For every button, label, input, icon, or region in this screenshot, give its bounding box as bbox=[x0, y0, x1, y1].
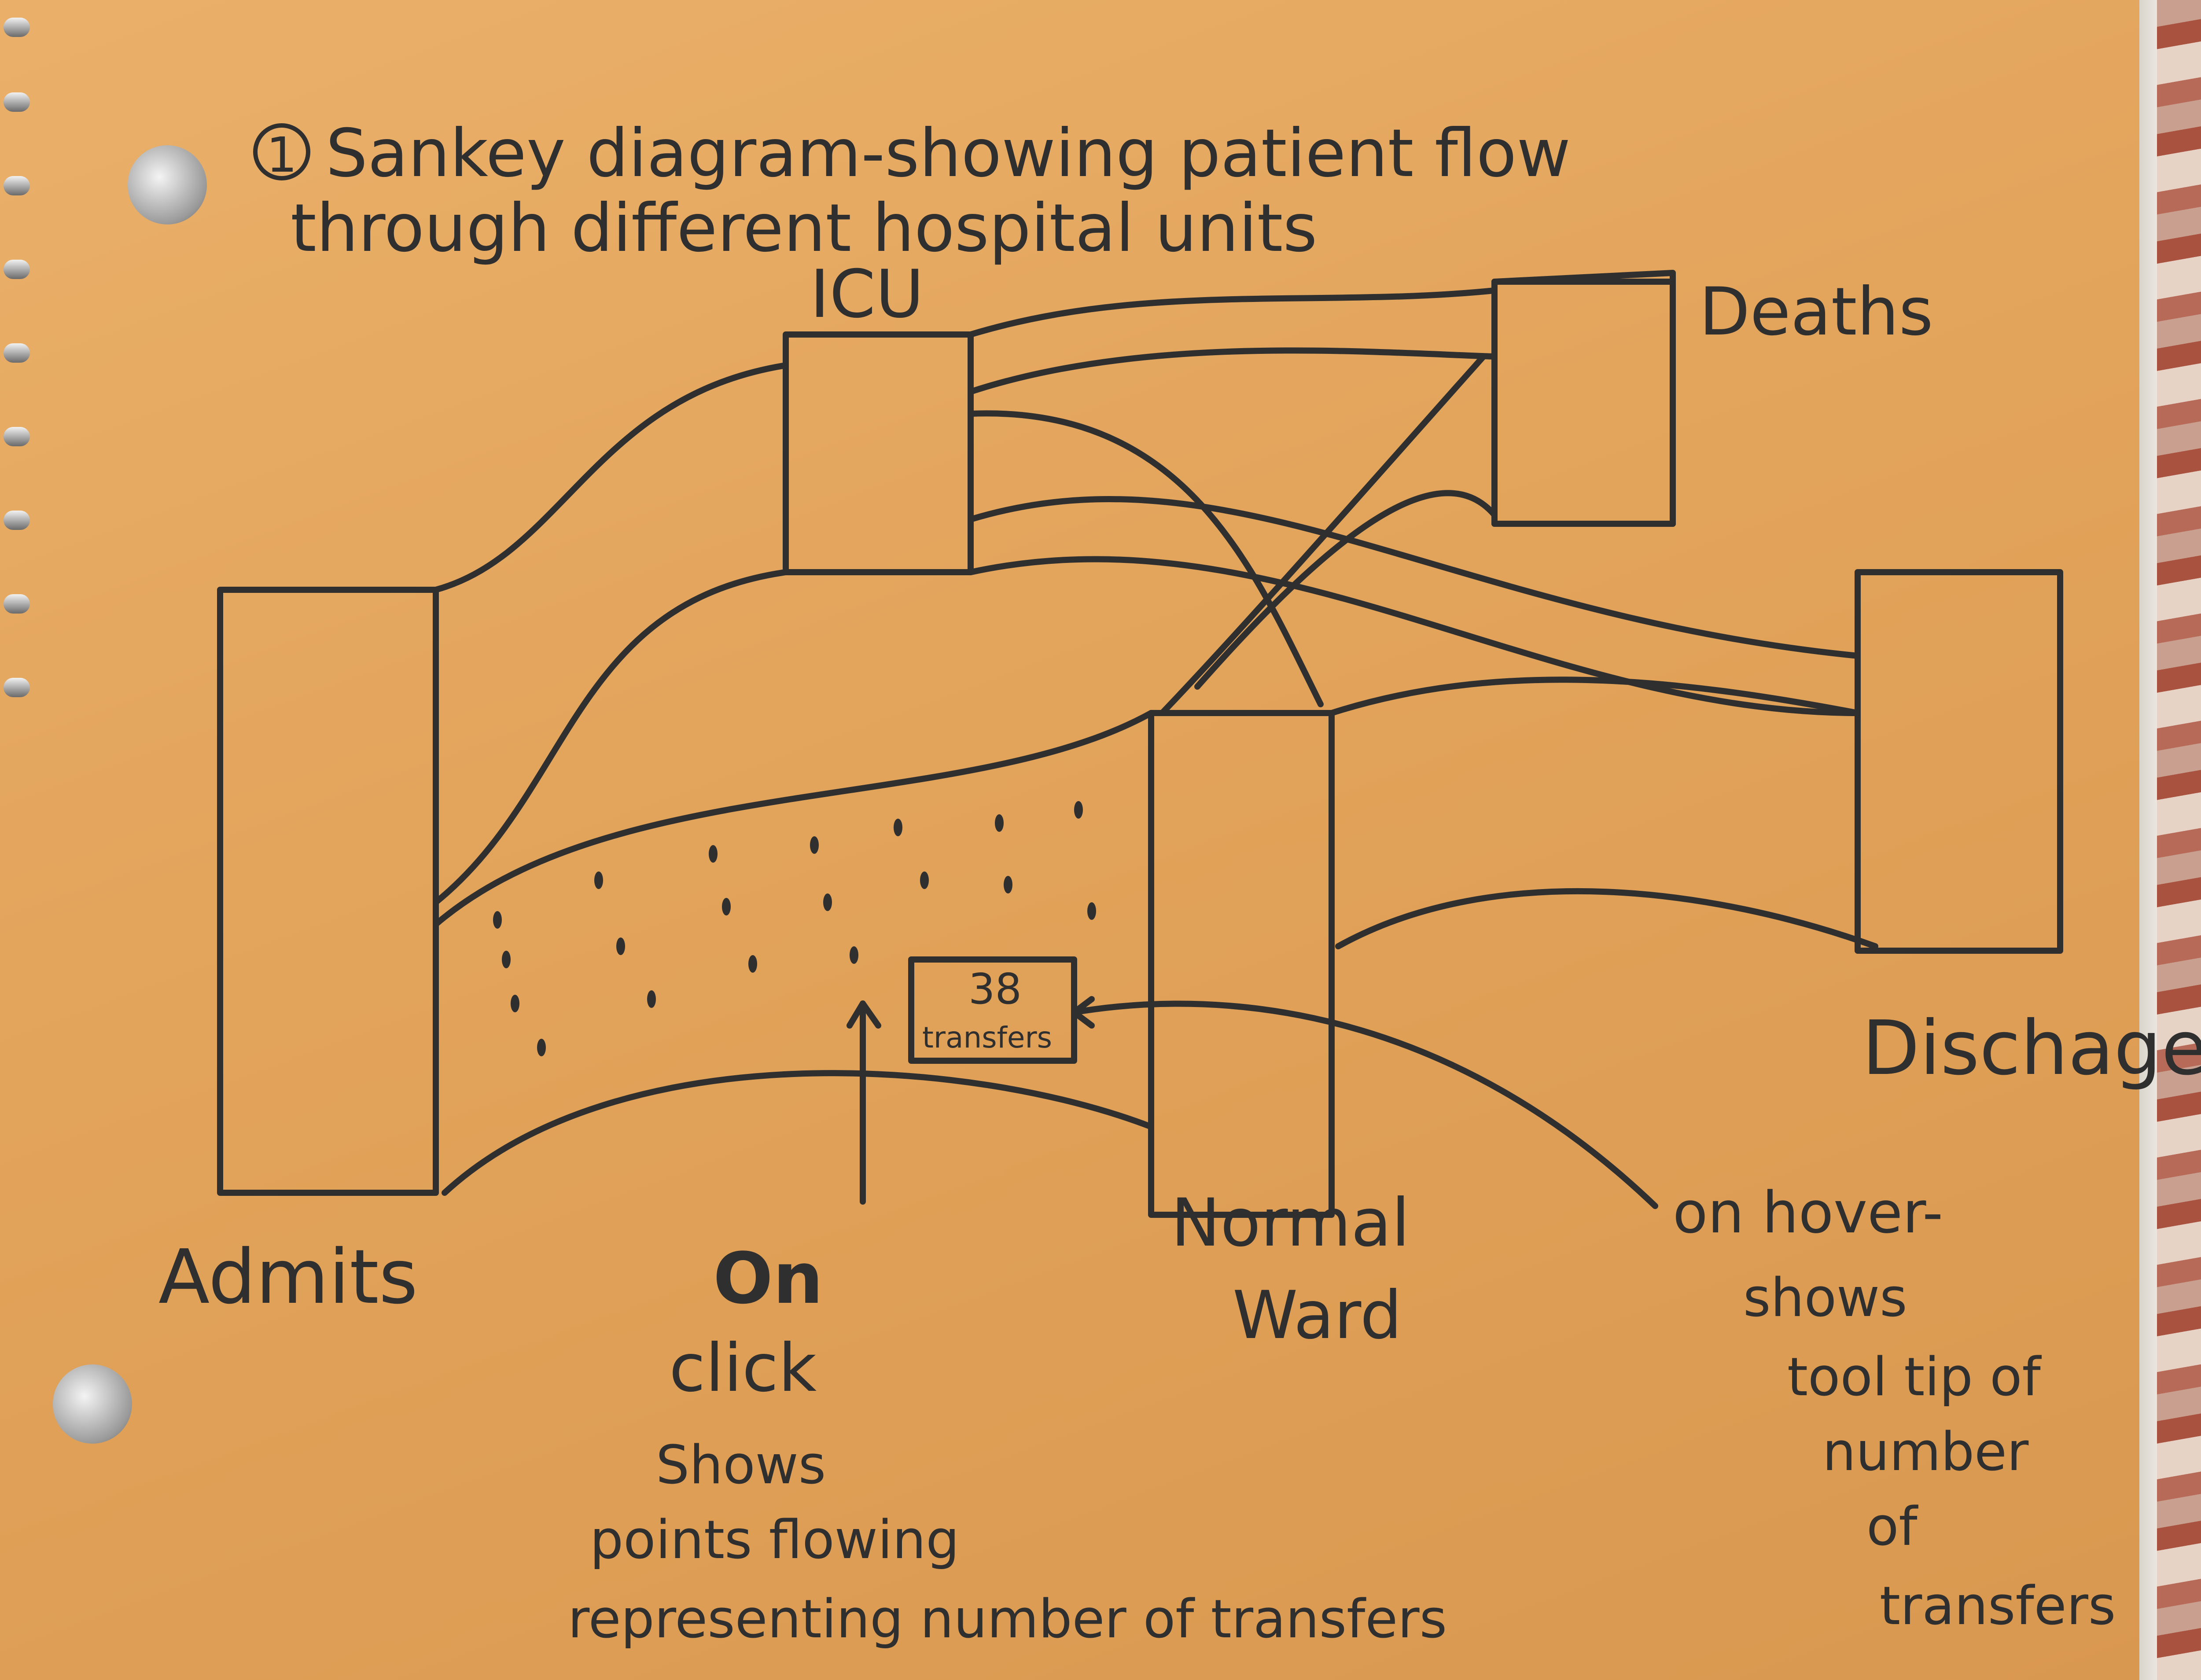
deaths-node-right bbox=[1491, 270, 1676, 527]
binder-hole bbox=[53, 1364, 132, 1444]
flow-points bbox=[493, 801, 1096, 1056]
flow-admits-icu-bottom[interactable] bbox=[433, 569, 789, 905]
flow-ward-deaths-b[interactable] bbox=[1194, 490, 1498, 690]
on-click-arrowhead bbox=[847, 1000, 881, 1029]
on-hover-line5: of bbox=[1866, 1496, 1918, 1558]
flow-point bbox=[709, 845, 718, 863]
title-line-1: Sankey diagram-showing patient flow bbox=[326, 115, 1571, 192]
on-click-heading-line2: click bbox=[669, 1330, 817, 1407]
deaths-node[interactable] bbox=[1491, 279, 1676, 527]
admits-label: Admits bbox=[158, 1234, 418, 1321]
flow-point bbox=[722, 898, 731, 915]
on-hover-line3: tool tip of bbox=[1787, 1347, 2042, 1408]
title-line-2: through different hospital units bbox=[291, 190, 1318, 267]
flow-point bbox=[995, 814, 1004, 832]
on-hover-annotation: on hover- shows tool tip of number of tr… bbox=[1673, 1179, 2116, 1637]
spiral-coil bbox=[4, 343, 30, 363]
flow-point bbox=[493, 911, 502, 929]
flow-point bbox=[647, 990, 656, 1008]
flow-icu-discharge-top[interactable] bbox=[968, 496, 1861, 659]
flow-ward-deaths-a[interactable] bbox=[1159, 353, 1487, 716]
flow-icu-discharge-bottom[interactable] bbox=[968, 556, 1861, 716]
admits-node[interactable] bbox=[217, 587, 439, 1196]
spiral-coil bbox=[4, 511, 30, 530]
flow-point bbox=[1074, 801, 1083, 819]
tooltip-label: transfers bbox=[922, 1021, 1052, 1055]
flow-point bbox=[537, 1039, 546, 1056]
flow-point bbox=[511, 995, 519, 1012]
tooltip-value: 38 bbox=[968, 965, 1022, 1014]
spiral-coil bbox=[4, 260, 30, 279]
flow-ward-discharge-top[interactable] bbox=[1329, 676, 1861, 716]
discharge-node[interactable] bbox=[1855, 569, 2063, 954]
flow-point bbox=[594, 871, 603, 889]
on-hover-line2: shows bbox=[1743, 1268, 1907, 1329]
flow-point bbox=[823, 893, 832, 911]
discharge-label: Dischage bbox=[1862, 1005, 2201, 1092]
on-click-text-line3: representing number of transfers bbox=[568, 1589, 1447, 1650]
spiral-coil bbox=[4, 594, 30, 614]
on-click-text-line2: points flowing bbox=[590, 1510, 959, 1571]
spiral-coil bbox=[4, 18, 30, 37]
tooltip-box bbox=[908, 956, 1077, 1064]
flow-point bbox=[1004, 876, 1012, 893]
flow-ward-discharge-bottom[interactable] bbox=[1335, 888, 1878, 949]
on-click-annotation: On click Shows points flowing representi… bbox=[568, 1237, 1447, 1650]
flow-point bbox=[850, 946, 858, 964]
on-hover-line4: number bbox=[1822, 1422, 2029, 1483]
flow-point bbox=[502, 951, 511, 968]
flow-admits-ward-bottom[interactable] bbox=[442, 1070, 1154, 1196]
spiral-binding bbox=[0, 0, 31, 1680]
icu-label: ICU bbox=[810, 256, 924, 333]
tooltip: 38 transfers bbox=[922, 965, 1052, 1055]
flow-icu-deaths-top[interactable] bbox=[968, 287, 1498, 338]
icu-node[interactable] bbox=[783, 331, 974, 575]
spiral-coil bbox=[4, 176, 30, 195]
title: 1 Sankey diagram-showing patient flow th… bbox=[253, 115, 1571, 267]
on-hover-pointer-line bbox=[1071, 1000, 1658, 1209]
flow-icu-deaths-mid[interactable] bbox=[968, 347, 1498, 395]
spiral-coil bbox=[4, 92, 30, 112]
flow-point bbox=[616, 937, 625, 955]
normal-ward-label-line2: Ward bbox=[1233, 1277, 1402, 1354]
flow-point bbox=[894, 819, 902, 836]
node-labels: ICU Deaths Admits Normal Ward Dischage bbox=[158, 256, 2201, 1354]
binder-hole bbox=[128, 145, 207, 224]
spiral-coil bbox=[4, 678, 30, 697]
flow-point bbox=[748, 955, 757, 973]
tablecloth-background bbox=[2157, 0, 2201, 1680]
on-hover-line6: transfers bbox=[1880, 1576, 2116, 1637]
normal-ward-node[interactable] bbox=[1148, 710, 1335, 1218]
deaths-label: Deaths bbox=[1699, 274, 1933, 350]
flow-point bbox=[920, 871, 929, 889]
normal-ward-label-line1: Normal bbox=[1171, 1185, 1410, 1261]
title-number-circle bbox=[253, 123, 310, 180]
on-hover-line1: on hover- bbox=[1673, 1179, 1943, 1246]
flow-point bbox=[810, 836, 819, 854]
flow-admits-icu-top[interactable] bbox=[433, 362, 789, 593]
on-click-text-line1: Shows bbox=[656, 1435, 826, 1496]
on-click-heading-line1: On bbox=[713, 1237, 823, 1320]
spiral-coil bbox=[4, 427, 30, 446]
title-number: 1 bbox=[266, 127, 297, 183]
flow-point bbox=[1087, 902, 1096, 920]
flow-admits-ward-top[interactable] bbox=[433, 710, 1154, 927]
